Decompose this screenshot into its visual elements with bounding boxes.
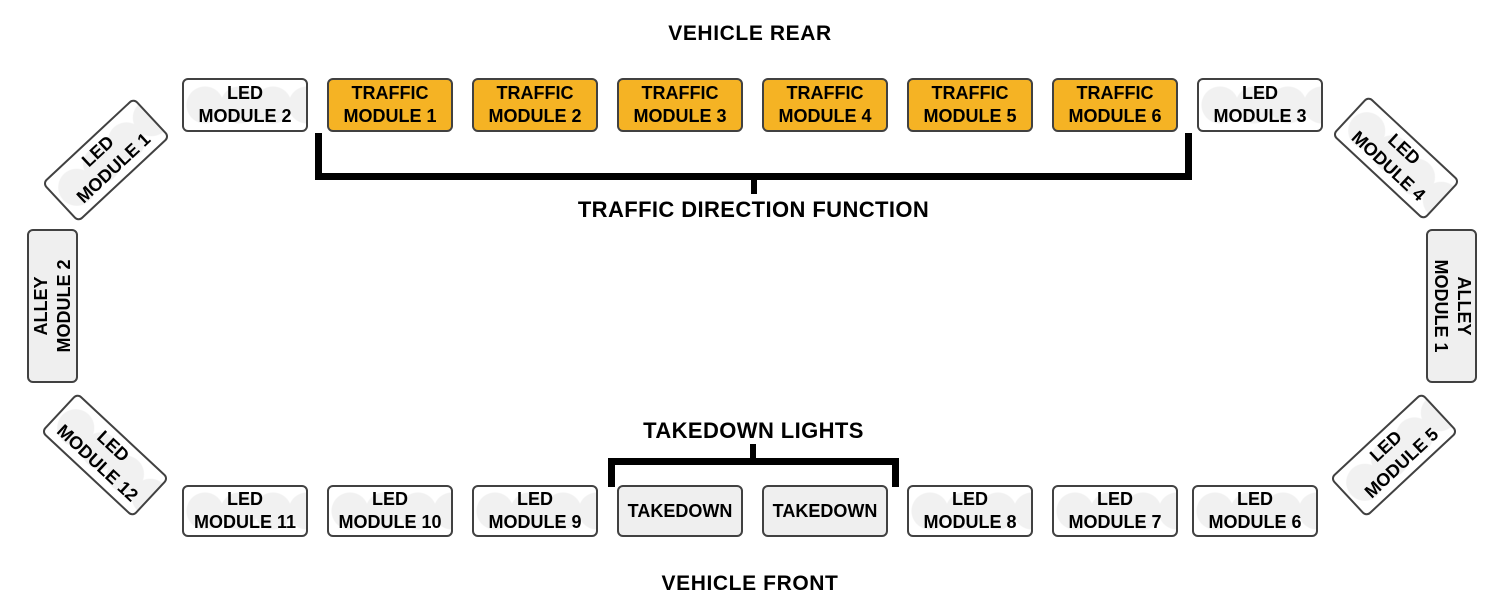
traffic-bracket-right-end bbox=[1185, 133, 1192, 180]
module-label: LED bbox=[1097, 489, 1133, 509]
led-module-7-box: LED MODULE 7 bbox=[1052, 485, 1178, 537]
module-label: MODULE 2 bbox=[488, 106, 582, 126]
module-label: TRAFFIC bbox=[1076, 83, 1154, 103]
led-module-2-box: LED MODULE 2 bbox=[182, 78, 308, 132]
takedown-bracket-left-end bbox=[608, 458, 615, 487]
traffic-module-2-box: TRAFFIC MODULE 2 bbox=[472, 78, 598, 132]
module-label: LED bbox=[227, 83, 263, 103]
module-label: ALLEY bbox=[1453, 276, 1474, 336]
module-label: MODULE 1 bbox=[1430, 259, 1451, 353]
traffic-module-6-box: TRAFFIC MODULE 6 bbox=[1052, 78, 1178, 132]
traffic-module-1-box: TRAFFIC MODULE 1 bbox=[327, 78, 453, 132]
vehicle-front-label: VEHICLE FRONT bbox=[661, 572, 839, 595]
module-label: LED bbox=[952, 489, 988, 509]
alley-module-2-label: ALLEY MODULE 2 bbox=[30, 231, 76, 381]
takedown-module-2-box: TAKEDOWN bbox=[762, 485, 888, 537]
module-label: MODULE 2 bbox=[53, 259, 74, 353]
led-module-11-box: LED MODULE 11 bbox=[182, 485, 308, 537]
led-module-3-box: LED MODULE 3 bbox=[1197, 78, 1323, 132]
module-label: LED bbox=[517, 489, 553, 509]
module-label: MODULE 12 bbox=[53, 420, 142, 506]
module-label: MODULE 5 bbox=[923, 106, 1017, 126]
module-label: LED bbox=[372, 489, 408, 509]
takedown-bracket-line bbox=[608, 458, 899, 465]
traffic-bracket-tick bbox=[751, 180, 757, 194]
vehicle-rear-label: VEHICLE REAR bbox=[668, 22, 832, 45]
module-label: MODULE 7 bbox=[1068, 512, 1162, 532]
led-module-12-box: LED MODULE 12 bbox=[40, 392, 170, 518]
takedown-bracket-tick bbox=[750, 444, 756, 458]
module-label: MODULE 4 bbox=[778, 106, 872, 126]
module-label: LED bbox=[227, 489, 263, 509]
module-label: MODULE 2 bbox=[198, 106, 292, 126]
module-label: MODULE 5 bbox=[1360, 424, 1443, 503]
led-module-10-box: LED MODULE 10 bbox=[327, 485, 453, 537]
led-module-9-box: LED MODULE 9 bbox=[472, 485, 598, 537]
module-label: LED bbox=[1242, 83, 1278, 103]
module-label: MODULE 11 bbox=[193, 512, 297, 532]
module-label: MODULE 10 bbox=[338, 512, 442, 532]
traffic-bracket-line bbox=[315, 173, 1192, 180]
module-label: MODULE 1 bbox=[343, 106, 437, 126]
led-module-4-box: LED MODULE 4 bbox=[1331, 95, 1461, 221]
led-module-1-box: LED MODULE 1 bbox=[41, 97, 171, 223]
traffic-module-3-box: TRAFFIC MODULE 3 bbox=[617, 78, 743, 132]
module-label: TRAFFIC bbox=[351, 83, 429, 103]
led-module-6-box: LED MODULE 6 bbox=[1192, 485, 1318, 537]
module-label: MODULE 3 bbox=[633, 106, 727, 126]
led-module-8-box: LED MODULE 8 bbox=[907, 485, 1033, 537]
module-label: MODULE 3 bbox=[1213, 106, 1307, 126]
module-label: MODULE 6 bbox=[1208, 512, 1302, 532]
alley-module-2-box: ALLEY MODULE 2 bbox=[27, 229, 78, 383]
takedown-module-1-box: TAKEDOWN bbox=[617, 485, 743, 537]
traffic-bracket-left-end bbox=[315, 133, 322, 180]
module-label: MODULE 6 bbox=[1068, 106, 1162, 126]
module-label: TAKEDOWN bbox=[772, 500, 878, 521]
traffic-module-4-box: TRAFFIC MODULE 4 bbox=[762, 78, 888, 132]
module-label: MODULE 8 bbox=[923, 512, 1017, 532]
module-label: TRAFFIC bbox=[931, 83, 1009, 103]
module-label: TRAFFIC bbox=[496, 83, 574, 103]
module-label: LED bbox=[1237, 489, 1273, 509]
module-label: MODULE 1 bbox=[72, 129, 155, 208]
alley-module-1-label: ALLEY MODULE 1 bbox=[1429, 231, 1475, 381]
module-label: TRAFFIC bbox=[786, 83, 864, 103]
module-label: TRAFFIC bbox=[641, 83, 719, 103]
traffic-module-5-box: TRAFFIC MODULE 5 bbox=[907, 78, 1033, 132]
traffic-direction-function-label: TRAFFIC DIRECTION FUNCTION bbox=[577, 197, 930, 222]
module-label: TAKEDOWN bbox=[627, 500, 733, 521]
module-label: MODULE 9 bbox=[488, 512, 582, 532]
takedown-bracket-right-end bbox=[892, 458, 899, 487]
alley-module-1-box: ALLEY MODULE 1 bbox=[1426, 229, 1477, 383]
takedown-lights-label: TAKEDOWN LIGHTS bbox=[643, 418, 864, 443]
led-module-5-box: LED MODULE 5 bbox=[1329, 392, 1459, 518]
module-label: ALLEY bbox=[30, 276, 51, 336]
